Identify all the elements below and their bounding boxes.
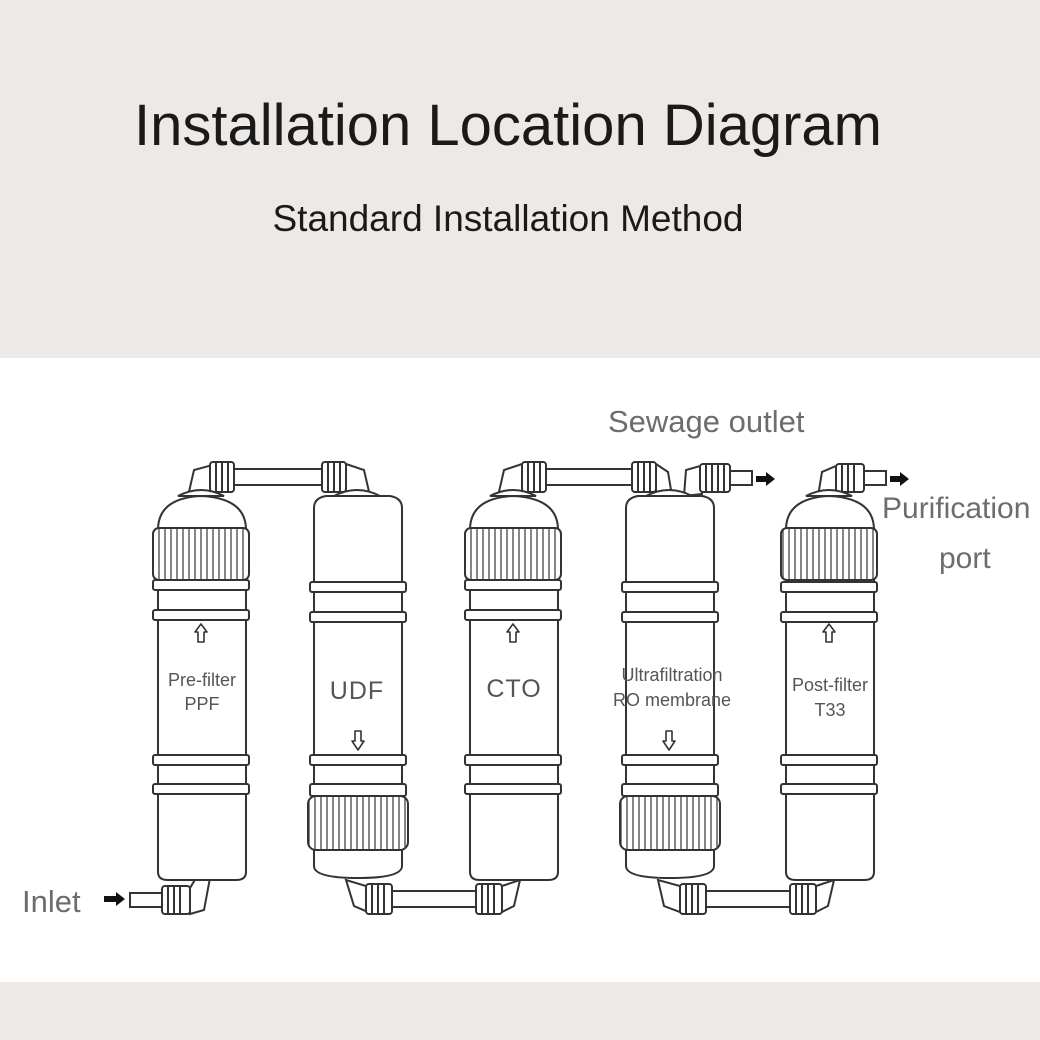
up-arrow-icon	[822, 623, 836, 643]
footer-band	[0, 982, 1040, 1040]
filter-label-line1: Ultrafiltration	[621, 665, 722, 685]
page-title: Installation Location Diagram	[134, 93, 882, 158]
filter-pre-filter	[152, 489, 250, 881]
filter-ro-membrane	[619, 489, 721, 880]
filter-label-line1: Pre-filter	[168, 670, 236, 690]
up-arrow-icon	[194, 623, 208, 643]
filter-udf	[307, 489, 409, 880]
filter-cto	[464, 489, 562, 881]
filter-post-filter	[780, 489, 878, 881]
filter-label-line2: RO membrane	[613, 690, 731, 710]
up-arrow-icon	[506, 623, 520, 643]
down-arrow-icon	[662, 730, 676, 751]
bottom-pipe-4-5	[656, 878, 836, 915]
top-pipe-1-2	[186, 461, 372, 498]
filter-label-line1: UDF	[330, 677, 384, 705]
purification-outflow-arrow-icon	[890, 472, 909, 486]
inlet-pipe	[129, 877, 212, 916]
inlet-arrow-icon	[104, 892, 125, 906]
inlet-label: Inlet	[22, 884, 81, 919]
filter-label-line1: CTO	[486, 675, 541, 703]
filter-label-line2: T33	[814, 700, 845, 720]
page-subtitle: Standard Installation Method	[272, 198, 744, 239]
filter-label-line2: PPF	[184, 694, 219, 714]
sewage-outflow-arrow-icon	[756, 472, 775, 486]
purification-port-label-line1: Purification	[882, 492, 1031, 525]
sewage-fitting	[682, 463, 753, 498]
sewage-outlet-label: Sewage outlet	[608, 404, 805, 439]
top-pipe-3-4	[496, 461, 674, 498]
bottom-pipe-2-3	[344, 878, 522, 915]
purification-port-label-line2: port	[939, 542, 991, 575]
filter-label-line1: Post-filter	[792, 675, 868, 695]
header-band	[0, 0, 1040, 358]
down-arrow-icon	[351, 730, 365, 751]
purification-fitting	[816, 463, 887, 498]
